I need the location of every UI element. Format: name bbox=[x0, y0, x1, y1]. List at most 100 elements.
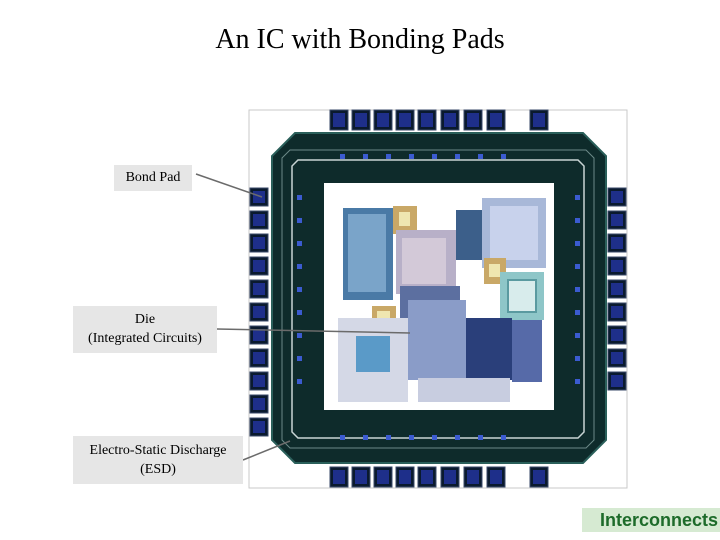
esd-cell bbox=[297, 356, 302, 361]
circuit-block bbox=[399, 212, 410, 226]
esd-cell bbox=[340, 154, 345, 159]
bond-pad-metal bbox=[611, 329, 623, 341]
esd-cell bbox=[297, 241, 302, 246]
esd-cell bbox=[363, 435, 368, 440]
bond-pad-metal bbox=[355, 470, 367, 484]
bond-pad-metal bbox=[421, 470, 433, 484]
bond-pad-metal bbox=[253, 352, 265, 364]
bond-pad-metal bbox=[533, 470, 545, 484]
bond-pad-metal bbox=[253, 237, 265, 249]
esd-structures bbox=[297, 154, 580, 440]
esd-cell bbox=[297, 264, 302, 269]
bond-pad-metal bbox=[611, 191, 623, 203]
bond-pads bbox=[249, 109, 627, 488]
bond-pad-metal bbox=[467, 470, 479, 484]
bond-pad-metal bbox=[333, 470, 345, 484]
esd-cell bbox=[575, 310, 580, 315]
pad-ring-inner-line bbox=[281, 149, 595, 449]
bond-pad-metal bbox=[377, 470, 389, 484]
esd-cell bbox=[575, 333, 580, 338]
esd-cell bbox=[575, 264, 580, 269]
circuit-block bbox=[507, 279, 537, 313]
bond-pad-label: Bond Pad bbox=[125, 170, 181, 185]
esd-leader-line bbox=[242, 440, 291, 461]
esd-cell bbox=[409, 435, 414, 440]
bond-pad-metal bbox=[611, 237, 623, 249]
die-sublabel: (Integrated Circuits) bbox=[88, 331, 202, 346]
bond-pad-metal bbox=[490, 113, 502, 127]
bond-pad-metal bbox=[399, 470, 411, 484]
bond-pad-callout: Bond Pad bbox=[114, 165, 192, 191]
bond-pad-metal bbox=[399, 113, 411, 127]
bond-pad-metal bbox=[611, 352, 623, 364]
esd-cell bbox=[478, 435, 483, 440]
bond-pad-metal bbox=[611, 214, 623, 226]
circuit-block bbox=[402, 238, 446, 284]
bond-pad-metal bbox=[253, 421, 265, 433]
bond-pad-metal bbox=[611, 260, 623, 272]
esd-cell bbox=[501, 154, 506, 159]
bond-pad-metal bbox=[253, 329, 265, 341]
esd-cell bbox=[575, 241, 580, 246]
bond-pad-metal bbox=[490, 470, 502, 484]
esd-cell bbox=[575, 379, 580, 384]
interconnects-label: Interconnects bbox=[582, 508, 720, 532]
esd-cell bbox=[386, 435, 391, 440]
esd-cell bbox=[455, 154, 460, 159]
esd-cell bbox=[297, 287, 302, 292]
esd-cell bbox=[297, 218, 302, 223]
esd-cell bbox=[297, 333, 302, 338]
bond-pad-metal bbox=[467, 113, 479, 127]
bond-pad-metal bbox=[253, 306, 265, 318]
bond-pad-metal bbox=[444, 470, 456, 484]
esd-cell bbox=[575, 356, 580, 361]
circuit-block bbox=[490, 206, 538, 260]
esd-cell bbox=[297, 379, 302, 384]
bond-pad-metal bbox=[611, 283, 623, 295]
die-callout: Die (Integrated Circuits) bbox=[73, 306, 217, 353]
esd-cell bbox=[575, 287, 580, 292]
circuit-block bbox=[512, 320, 542, 382]
bond-pad-metal bbox=[253, 283, 265, 295]
esd-cell bbox=[363, 154, 368, 159]
esd-cell bbox=[455, 435, 460, 440]
esd-sublabel: (ESD) bbox=[140, 462, 176, 477]
circuit-block bbox=[356, 336, 390, 372]
bond-pad-metal bbox=[611, 306, 623, 318]
esd-cell bbox=[340, 435, 345, 440]
esd-callout: Electro-Static Discharge (ESD) bbox=[73, 436, 243, 484]
bond-pad-metal bbox=[253, 375, 265, 387]
bond-pad-metal bbox=[333, 113, 345, 127]
bond-pad-metal bbox=[421, 113, 433, 127]
circuit-block bbox=[418, 378, 510, 402]
esd-label: Electro-Static Discharge bbox=[89, 443, 227, 458]
bond-pad-metal bbox=[533, 113, 545, 127]
circuit-block bbox=[408, 300, 466, 380]
bond-pad-metal bbox=[444, 113, 456, 127]
bond-pad-metal bbox=[253, 214, 265, 226]
bond-pad-metal bbox=[377, 113, 389, 127]
esd-cell bbox=[478, 154, 483, 159]
esd-cell bbox=[432, 435, 437, 440]
bond-pad-metal bbox=[611, 375, 623, 387]
pad-frame-outline bbox=[248, 109, 628, 489]
esd-cell bbox=[575, 218, 580, 223]
bond-pad-leader-line bbox=[195, 173, 263, 198]
die-label: Die bbox=[134, 312, 156, 327]
esd-cell bbox=[575, 195, 580, 200]
esd-cell bbox=[432, 154, 437, 159]
circuit-block bbox=[348, 214, 386, 292]
bond-pad-metal bbox=[355, 113, 367, 127]
bond-pad-metal bbox=[253, 260, 265, 272]
bond-pad-metal bbox=[253, 191, 265, 203]
circuit-block bbox=[456, 210, 482, 260]
esd-cell bbox=[297, 310, 302, 315]
esd-cell bbox=[501, 435, 506, 440]
circuit-block bbox=[489, 264, 500, 277]
bond-pad-metal bbox=[253, 398, 265, 410]
esd-cell bbox=[297, 195, 302, 200]
esd-cell bbox=[386, 154, 391, 159]
power-rail-ring bbox=[291, 159, 585, 439]
esd-cell bbox=[409, 154, 414, 159]
